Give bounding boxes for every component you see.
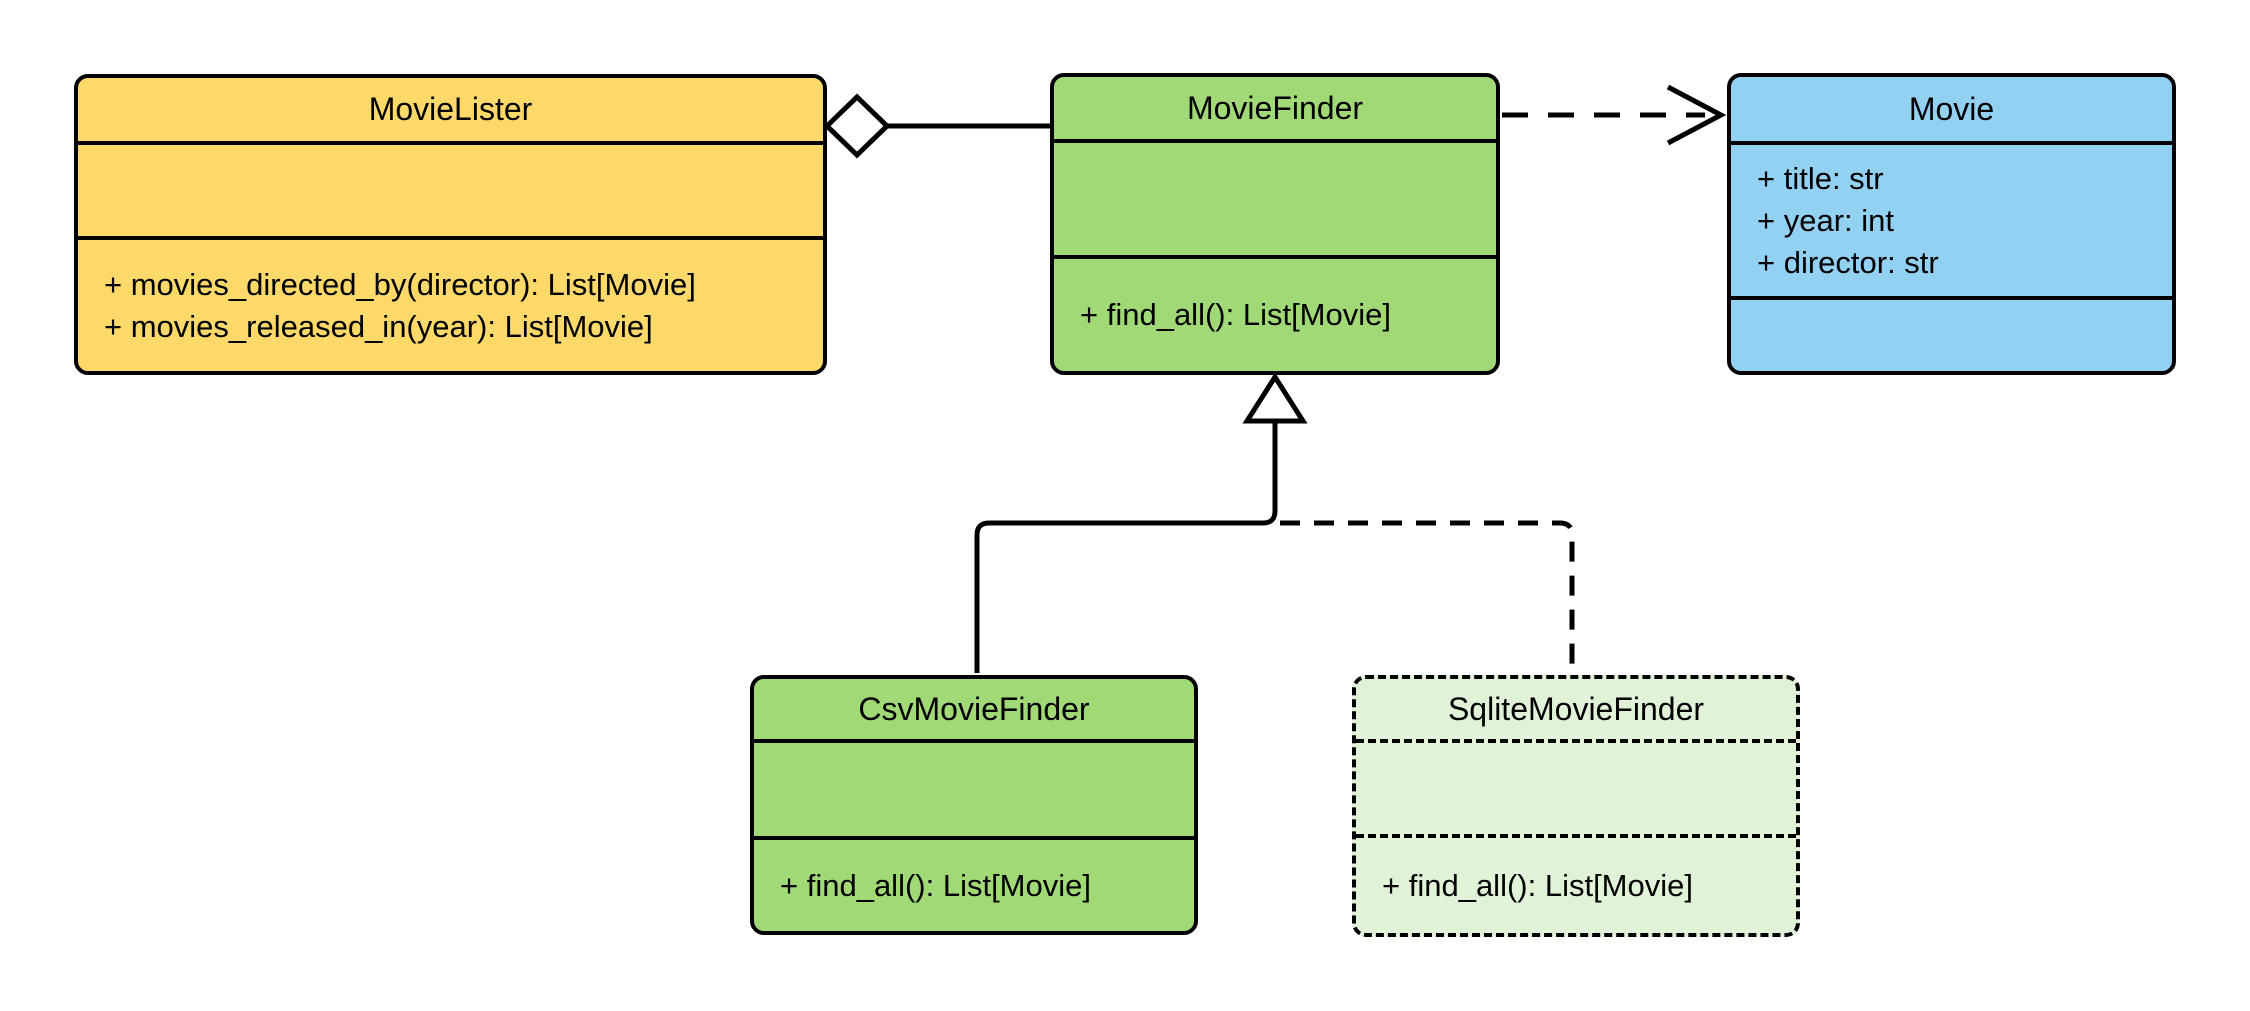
class-attributes-section (78, 145, 823, 240)
generalization-edge-sqlitemoviefinder-moviefinder (1280, 520, 1575, 673)
class-methods-section: + find_all(): List[Movie] (754, 840, 1194, 931)
class-methods-section (1731, 300, 2172, 371)
class-box-movielister: MovieLister + movies_directed_by(directo… (74, 74, 827, 375)
open-arrowhead-icon (1666, 84, 1727, 146)
class-methods-section: + find_all(): List[Movie] (1054, 259, 1496, 371)
class-title: MovieLister (368, 91, 533, 127)
dependency-edge-moviefinder-movie (1502, 84, 1727, 146)
method-entry: + movies_directed_by(director): List[Mov… (104, 266, 696, 302)
class-header: MovieLister (78, 78, 823, 145)
attribute-entry: + title: str (1757, 160, 1884, 196)
class-attributes-section (754, 743, 1194, 840)
generalization-triangle-icon (1242, 372, 1308, 424)
class-box-movie: Movie + title: str + year: int + directo… (1727, 73, 2176, 375)
class-attributes-section (1054, 143, 1496, 259)
method-entry: + find_all(): List[Movie] (1382, 867, 1693, 903)
class-header: CsvMovieFinder (754, 679, 1194, 743)
class-header: SqliteMovieFinder (1356, 679, 1796, 743)
class-methods-section: + find_all(): List[Movie] (1356, 838, 1796, 933)
class-header: MovieFinder (1054, 77, 1496, 143)
method-entry: + movies_released_in(year): List[Movie] (104, 308, 653, 344)
class-title: SqliteMovieFinder (1447, 690, 1705, 727)
method-entry: + find_all(): List[Movie] (1080, 297, 1391, 332)
class-box-csvmoviefinder: CsvMovieFinder + find_all(): List[Movie] (750, 675, 1198, 935)
class-title: MovieFinder (1186, 89, 1364, 126)
class-title: CsvMovieFinder (858, 690, 1090, 727)
class-attributes-section: + title: str + year: int + director: str (1731, 145, 2172, 300)
class-methods-section: + movies_directed_by(director): List[Mov… (78, 240, 823, 371)
aggregation-edge-movielister-moviefinder (823, 93, 1050, 159)
class-box-moviefinder: MovieFinder + find_all(): List[Movie] (1050, 73, 1500, 375)
class-attributes-section (1356, 743, 1796, 838)
class-header: Movie (1731, 77, 2172, 145)
generalization-edge-csvmoviefinder-moviefinder (974, 421, 1278, 673)
attribute-entry: + year: int (1757, 202, 1894, 238)
aggregation-diamond-icon (823, 93, 891, 159)
class-title: Movie (1908, 90, 1995, 127)
method-entry: + find_all(): List[Movie] (780, 867, 1091, 903)
attribute-entry: + director: str (1757, 244, 1939, 280)
class-box-sqlitemoviefinder: SqliteMovieFinder + find_all(): List[Mov… (1352, 675, 1800, 937)
